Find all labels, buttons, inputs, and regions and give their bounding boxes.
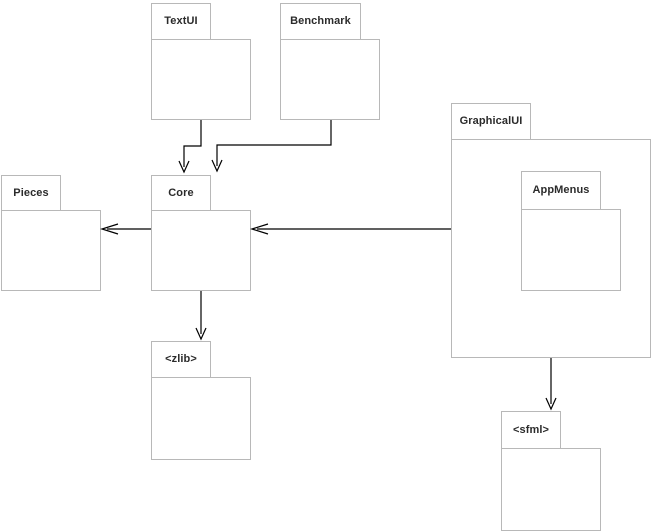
package-body-appmenus[interactable] xyxy=(521,209,621,291)
package-label-textui: TextUI xyxy=(164,15,198,27)
arrowhead-graphicalui-to-sfml xyxy=(545,397,557,411)
package-tab-textui[interactable]: TextUI xyxy=(151,3,211,40)
package-body-pieces[interactable] xyxy=(1,210,101,291)
package-tab-zlib[interactable]: <zlib> xyxy=(151,341,211,378)
package-label-sfml: <sfml> xyxy=(512,423,550,436)
arrowhead-textui-to-core xyxy=(178,160,190,174)
package-tab-appmenus[interactable]: AppMenus xyxy=(521,171,601,210)
dependency-edge-benchmark-to-core xyxy=(216,120,332,166)
package-tab-pieces[interactable]: Pieces xyxy=(1,175,61,211)
package-tab-sfml[interactable]: <sfml> xyxy=(501,411,561,449)
package-tab-benchmark[interactable]: Benchmark xyxy=(280,3,361,40)
package-body-zlib[interactable] xyxy=(151,377,251,460)
package-label-pieces: Pieces xyxy=(13,186,49,199)
arrowhead-graphicalui-to-core xyxy=(249,223,269,235)
dependency-edge-textui-to-core xyxy=(183,120,202,167)
package-label-core: Core xyxy=(168,186,194,199)
arrowhead-benchmark-to-core xyxy=(211,159,223,173)
package-label-zlib: <zlib> xyxy=(165,353,197,365)
package-body-sfml[interactable] xyxy=(501,448,601,531)
package-label-graphicalui: GraphicalUI xyxy=(459,115,523,127)
package-label-benchmark: Benchmark xyxy=(290,15,351,27)
package-tab-core[interactable]: Core xyxy=(151,175,211,211)
package-body-core[interactable] xyxy=(151,210,251,291)
arrowhead-core-to-pieces xyxy=(99,223,119,235)
package-body-textui[interactable] xyxy=(151,39,251,120)
package-tab-graphicalui[interactable]: GraphicalUI xyxy=(451,103,531,140)
package-label-appmenus: AppMenus xyxy=(532,184,590,196)
package-body-benchmark[interactable] xyxy=(280,39,380,120)
arrowhead-core-to-zlib xyxy=(195,327,207,341)
